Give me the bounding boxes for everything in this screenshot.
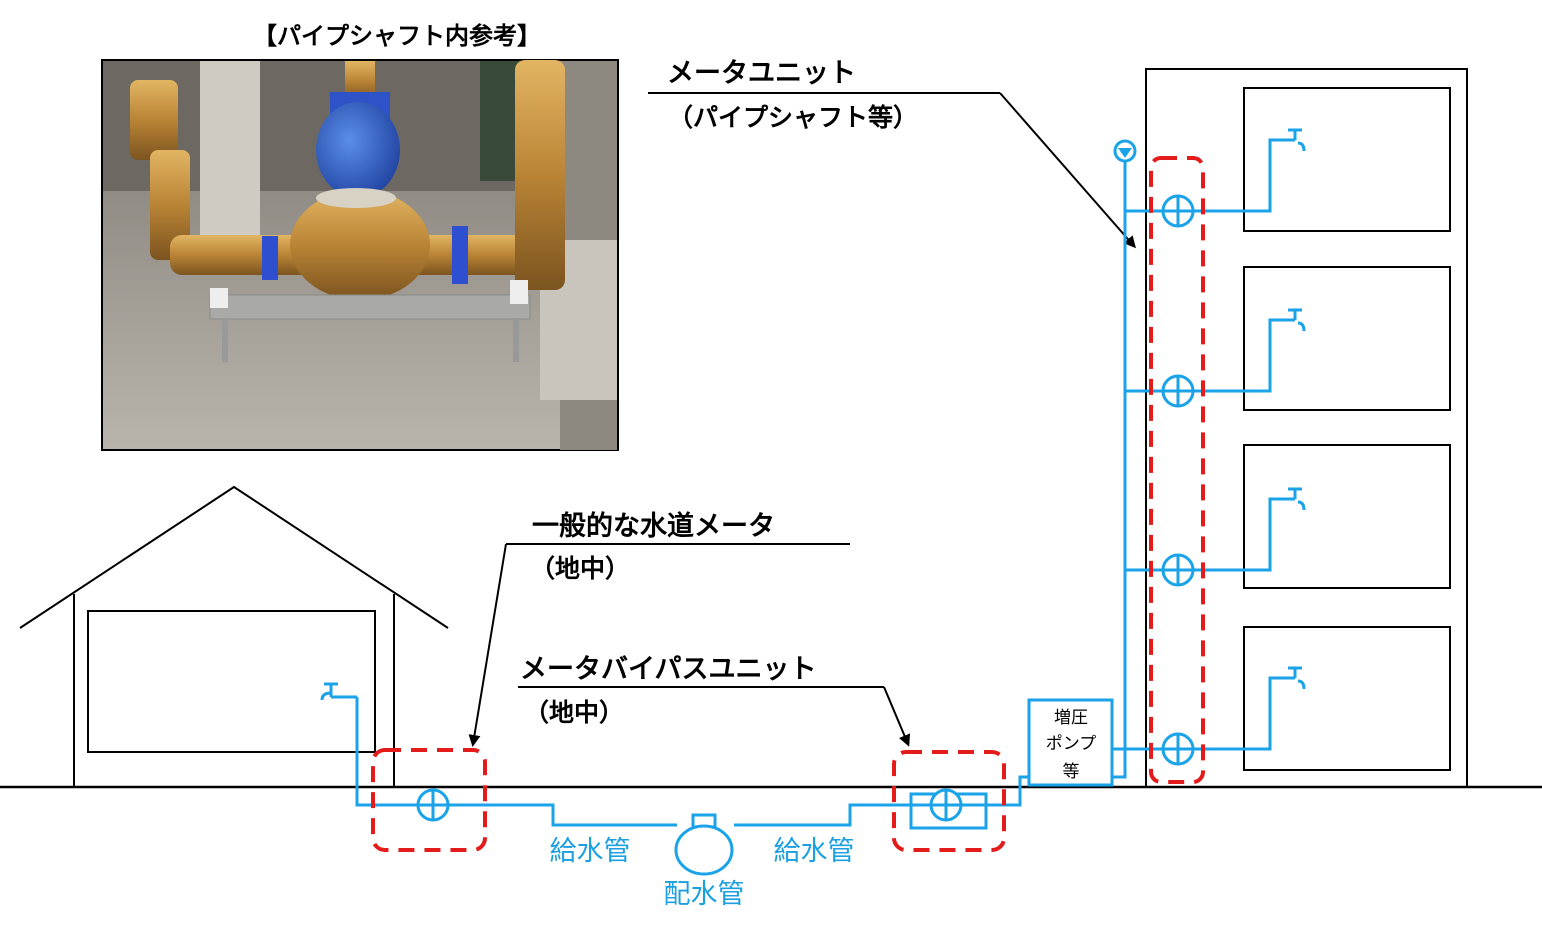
bypass-unit-label: メータバイパスユニット bbox=[520, 654, 816, 685]
general-meter-sublabel: （地中） bbox=[530, 554, 630, 583]
pump-label-line1: 増圧 bbox=[1054, 708, 1088, 728]
bypass-unit-arrow bbox=[883, 686, 911, 747]
unit-room-4 bbox=[1243, 626, 1451, 771]
booster-pump-box bbox=[1027, 698, 1114, 787]
meter-unit-label: メータユニット bbox=[667, 58, 856, 89]
distribution-main bbox=[674, 813, 734, 876]
house bbox=[19, 485, 449, 786]
pump-label-line3: 等 bbox=[1063, 762, 1080, 782]
highlight-general-meter bbox=[371, 748, 487, 852]
unit-room-1 bbox=[1243, 87, 1451, 232]
highlight-bypass-unit bbox=[892, 750, 1006, 852]
apartment-building bbox=[1145, 68, 1468, 786]
meter-symbol-floor-1 bbox=[1161, 194, 1195, 228]
house-window bbox=[87, 610, 376, 753]
distribution-pipe-label: 配水管 bbox=[664, 879, 745, 910]
unit-room-3 bbox=[1243, 444, 1451, 589]
meter-symbol-house bbox=[416, 788, 450, 822]
pump-label-line2: ポンプ bbox=[1046, 734, 1097, 754]
pipe-shaft-photo bbox=[101, 59, 619, 451]
meter-symbol-floor-4 bbox=[1161, 732, 1195, 766]
supply-pipe-left-label: 給水管 bbox=[550, 836, 631, 867]
bypass-unit-sublabel: （地中） bbox=[524, 698, 624, 727]
supply-pipe-right-label: 給水管 bbox=[774, 836, 855, 867]
meter-unit-arrow bbox=[999, 92, 1136, 249]
water-pipe-network bbox=[320, 128, 1306, 830]
meter-symbol-floor-2 bbox=[1161, 374, 1195, 408]
meter-symbol-floor-3 bbox=[1161, 553, 1195, 587]
meter-unit-sublabel: （パイプシャフト等） bbox=[668, 103, 918, 132]
highlight-meter-units bbox=[1149, 156, 1205, 784]
unit-room-2 bbox=[1243, 266, 1451, 411]
photo-title: 【パイプシャフト内参考】 bbox=[253, 22, 541, 50]
general-meter-label: 一般的な水道メータ bbox=[532, 510, 775, 542]
meter-symbol-bypass bbox=[929, 788, 963, 822]
general-meter-arrow bbox=[468, 543, 507, 747]
